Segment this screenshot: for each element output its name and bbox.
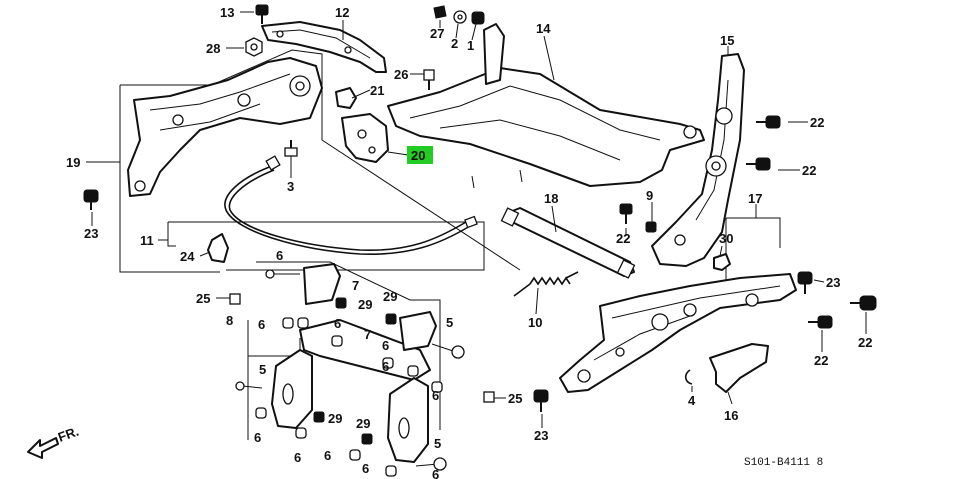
callout-3: 3 <box>287 179 294 194</box>
catalog-code: S101-B4111 8 <box>744 457 823 469</box>
callout-14: 14 <box>536 21 551 36</box>
callout-7-a: 7 <box>352 278 359 293</box>
part-22-bolt-e <box>850 295 877 311</box>
callout-21: 21 <box>370 83 384 98</box>
callout-6-d: 6 <box>382 338 389 353</box>
part-28-nut <box>245 37 263 57</box>
callout-7-b: 7 <box>364 327 371 342</box>
part-11-cable <box>167 155 485 271</box>
callout-5-c: 5 <box>434 436 441 451</box>
part-30-knob <box>713 253 731 271</box>
callout-8: 8 <box>226 313 233 328</box>
callout-20: 20 <box>411 148 425 163</box>
lower-bracket-assembly <box>235 261 465 471</box>
callout-28: 28 <box>206 41 220 56</box>
callout-labels: 13 12 27 2 1 14 28 26 21 15 22 22 19 3 2… <box>66 5 872 479</box>
callout-25-b: 25 <box>508 391 522 406</box>
callout-22-a: 22 <box>810 115 824 130</box>
callout-29-c: 29 <box>328 411 342 426</box>
callout-6-j: 6 <box>432 467 439 479</box>
callout-23-a: 23 <box>84 226 98 241</box>
callout-22-d: 22 <box>814 353 828 368</box>
callout-27: 27 <box>430 26 444 41</box>
callout-5-a: 5 <box>446 315 453 330</box>
callout-26: 26 <box>394 67 408 82</box>
callout-23-c: 23 <box>534 428 548 443</box>
callout-20-highlight <box>407 146 433 164</box>
callout-6-f: 6 <box>254 430 261 445</box>
part-13-bolt <box>255 4 269 24</box>
callout-13: 13 <box>220 5 234 20</box>
callout-15: 15 <box>720 33 734 48</box>
callout-6-g: 6 <box>294 450 301 465</box>
part-19-recliner-bracket <box>119 49 521 273</box>
callout-30: 30 <box>719 231 733 246</box>
part-14-seat-frame <box>387 23 705 189</box>
part-22-bolt-d <box>808 315 833 329</box>
leader-lines <box>86 11 867 428</box>
direction-label: FR. <box>56 424 81 445</box>
washers-part-6 <box>255 317 443 477</box>
part-22-bolt-b <box>746 157 771 171</box>
callout-6-a: 6 <box>276 248 283 263</box>
callout-24: 24 <box>180 249 195 264</box>
part-23-bolt-right <box>797 271 813 294</box>
callout-25-a: 25 <box>196 291 210 306</box>
part-25-bolt-b <box>483 391 495 403</box>
part-23-bolt-lower <box>533 389 549 412</box>
part-26-bolt <box>423 69 435 90</box>
part-9-bolt <box>645 221 657 233</box>
part-20-bracket <box>341 113 389 163</box>
part-25-bolt-a <box>229 293 241 305</box>
callout-12: 12 <box>335 5 349 20</box>
part-12-rail <box>261 21 387 73</box>
callout-9: 9 <box>646 188 653 203</box>
callout-29-a: 29 <box>358 297 372 312</box>
part-23-bolt-left <box>83 189 99 210</box>
nuts-part-29 <box>313 297 397 445</box>
part-18-torsion-bar <box>500 207 636 279</box>
callout-29-d: 29 <box>356 416 370 431</box>
callout-29-b: 29 <box>383 289 397 304</box>
callout-18: 18 <box>544 191 558 206</box>
callout-16: 16 <box>724 408 738 423</box>
part-2-washer <box>453 10 467 24</box>
part-17-slide-rail <box>559 217 797 393</box>
part-15-recliner-plate <box>651 53 745 267</box>
callout-19: 19 <box>66 155 80 170</box>
callout-17: 17 <box>748 191 762 206</box>
part-22-bolt-c <box>619 203 633 224</box>
part-3-screw <box>284 140 298 157</box>
callout-2: 2 <box>451 36 458 51</box>
callout-4: 4 <box>688 393 696 408</box>
callout-1: 1 <box>467 38 474 53</box>
callout-6-i: 6 <box>362 461 369 476</box>
callout-11: 11 <box>140 233 154 248</box>
callout-5-b: 5 <box>259 362 266 377</box>
part-27-nut <box>433 5 447 19</box>
callout-6-c: 6 <box>334 316 341 331</box>
part-22-bolt-a <box>756 115 781 129</box>
callout-10: 10 <box>528 315 542 330</box>
callout-22-c: 22 <box>616 231 630 246</box>
callout-6-e: 6 <box>382 359 389 374</box>
part-16-handle <box>709 343 769 393</box>
part-1-nut <box>471 11 485 25</box>
callout-22-b: 22 <box>802 163 816 178</box>
callout-6-k: 6 <box>432 388 439 403</box>
front-direction-arrow: FR. <box>27 424 81 459</box>
callout-23-b: 23 <box>826 275 840 290</box>
callout-6-h: 6 <box>324 448 331 463</box>
part-10-spring <box>513 271 579 297</box>
part-4-clip <box>684 369 693 385</box>
callout-22-e: 22 <box>858 335 872 350</box>
callout-6-b: 6 <box>258 317 265 332</box>
part-24-clip <box>207 233 229 263</box>
part-21-clip <box>335 87 357 109</box>
